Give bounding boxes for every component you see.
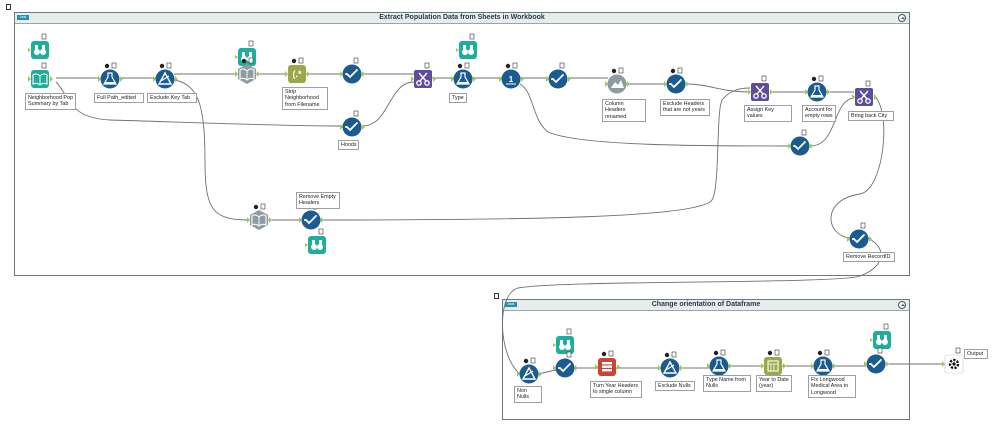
input-tool-neighborhood-pop[interactable] [28, 62, 53, 88]
label-full-path[interactable]: Full Path_edited [94, 93, 144, 104]
join-tool[interactable] [411, 62, 436, 88]
label-hoods[interactable]: Hoods [338, 140, 359, 151]
select-tool[interactable] [340, 57, 365, 84]
dynamic-input-tool[interactable] [235, 57, 260, 84]
label-bring-back-city[interactable]: Bring back City [848, 111, 894, 122]
formula-tool-account-empty-rows[interactable] [805, 75, 830, 102]
filter-tool-exclude-nulls[interactable] [658, 351, 683, 378]
container-title: Extract Population Data from Sheets in W… [379, 14, 545, 21]
container-tag: Asst [17, 15, 29, 20]
select-tool-remove-recordid[interactable] [847, 222, 872, 249]
select-tool[interactable] [864, 347, 889, 374]
dynamic-input-tool[interactable] [247, 203, 272, 230]
svg-text:1: 1 [509, 75, 514, 84]
join-tool-assign-key-values[interactable] [748, 75, 773, 101]
join-tool-bring-back-city[interactable] [852, 80, 877, 106]
connector [519, 83, 791, 147]
filter-tool-exclude-key-tab[interactable] [153, 62, 178, 89]
select-tool[interactable] [553, 351, 578, 378]
connector [830, 95, 885, 239]
browse-tool[interactable] [870, 323, 891, 349]
collapse-icon[interactable] [898, 14, 906, 22]
transpose-tool-year-headers[interactable] [595, 350, 620, 376]
label-account-empty-rows[interactable]: Account for empty rows [802, 105, 836, 122]
browse-tool[interactable] [553, 328, 574, 354]
select-tool-hoods[interactable] [340, 110, 365, 137]
connector [173, 79, 251, 221]
formula-tool-fix-longwood[interactable] [811, 349, 836, 376]
connector [319, 87, 751, 221]
label-column-headers[interactable]: Column Headers renamed [602, 99, 646, 123]
label-turn-year-headers[interactable]: Turn Year Headers to single column [590, 381, 642, 398]
label-type[interactable]: Type [449, 93, 467, 104]
dynamic-rename-tool[interactable] [605, 67, 630, 94]
label-assign-key-values[interactable]: Assign Key values [744, 105, 792, 122]
container-change-orientation[interactable]: Asst Change orientation of Dataframe [502, 299, 910, 420]
connector [361, 81, 415, 127]
container-title: Change orientation of Dataframe [651, 301, 761, 308]
container-tag: Asst [505, 302, 517, 307]
label-exclude-key-tab[interactable]: Exclude Key Tab [147, 93, 197, 104]
formula-tool-type[interactable] [451, 62, 476, 89]
connector [809, 97, 855, 147]
browse-tool[interactable] [28, 33, 49, 59]
label-strip-neighborhood[interactable]: Strip Neighborhood from Filename [282, 87, 328, 111]
svg-text:(.*: (.* [293, 69, 302, 79]
filter-tool-non-nulls[interactable] [517, 357, 542, 384]
collapse-icon[interactable] [898, 301, 906, 309]
label-fix-longwood[interactable]: Fix Longwood Medical Area to Longwood [808, 375, 856, 399]
container-pin-icon[interactable] [494, 293, 499, 299]
label-remove-recordid[interactable]: Remove RecordID [843, 252, 895, 263]
container-header[interactable]: Asst Change orientation of Dataframe [503, 300, 909, 311]
label-exclude-nulls[interactable]: Exclude Nulls [655, 381, 695, 392]
label-exclude-headers[interactable]: Exclude Headers that are not years [660, 99, 710, 116]
label-non-nulls[interactable]: Non Nulls [514, 386, 542, 403]
container-header[interactable]: Asst Extract Population Data from Sheets… [15, 13, 909, 24]
connector [685, 83, 751, 93]
browse-tool[interactable] [305, 228, 326, 254]
select-tool[interactable] [788, 129, 813, 156]
formula-tool-full-path[interactable] [98, 62, 123, 89]
label-neighborhood-pop[interactable]: Neighborhood Pop Summary by Tab [25, 93, 76, 110]
record-id-tool[interactable]: 1 [499, 62, 524, 89]
select-tool-exclude-headers[interactable] [664, 67, 689, 94]
label-year-to-date[interactable]: Year to Date (year) [756, 375, 792, 392]
select-tool[interactable] [546, 62, 571, 89]
label-type-name-nulls[interactable]: Type Name from Nulls [703, 375, 751, 392]
label-remove-empty-headers[interactable]: Remove Empty Headers [296, 192, 340, 209]
label-output[interactable]: Output [964, 349, 988, 360]
container-pin-icon[interactable] [6, 4, 11, 10]
formula-tool-type-name[interactable] [707, 349, 732, 376]
output-tool[interactable] [942, 347, 964, 374]
datetime-tool-year-to-date[interactable] [761, 349, 786, 375]
regex-tool-strip-neighborhood[interactable]: (.* [285, 57, 310, 83]
connector [502, 237, 882, 375]
browse-tool[interactable] [456, 33, 477, 59]
